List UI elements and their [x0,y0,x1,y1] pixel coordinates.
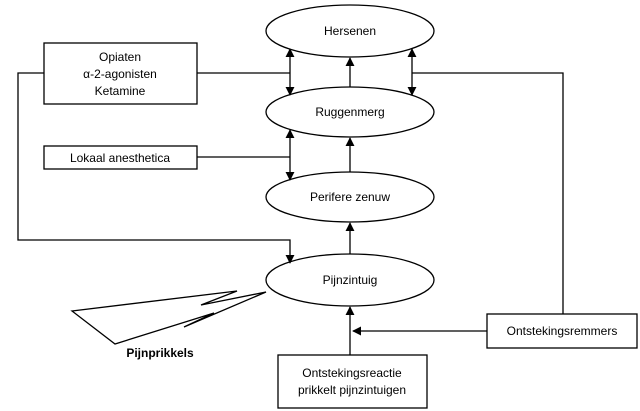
anti-inflammatory-label: Ontstekingsremmers [507,324,618,338]
pain-sense-label: Pijnzintuig [323,273,378,287]
inflammation-box [277,354,428,409]
brain-label: Hersenen [324,24,376,38]
opioids-label-1: Opiaten [99,50,141,64]
pain-stimuli-label: Pijnprikkels [126,346,194,360]
inflammation-label-2: prikkelt pijnzintuigen [298,383,406,397]
peripheral-nerve-label: Perifere zenuw [310,190,390,204]
lightning-bolt-icon [70,290,267,345]
line-opioids-to-sense [17,72,295,264]
line-anti-inflammatory-to-brain [412,72,564,314]
opioids-label-3: Ketamine [95,84,146,98]
opioids-label-2: α-2-agonisten [83,67,157,81]
local-anesthetics-label: Lokaal anesthetica [70,151,170,165]
inflammation-label-1: Ontstekingsreactie [302,366,402,380]
spinal-cord-label: Ruggenmerg [315,105,384,119]
brain-ellipse [265,4,435,58]
